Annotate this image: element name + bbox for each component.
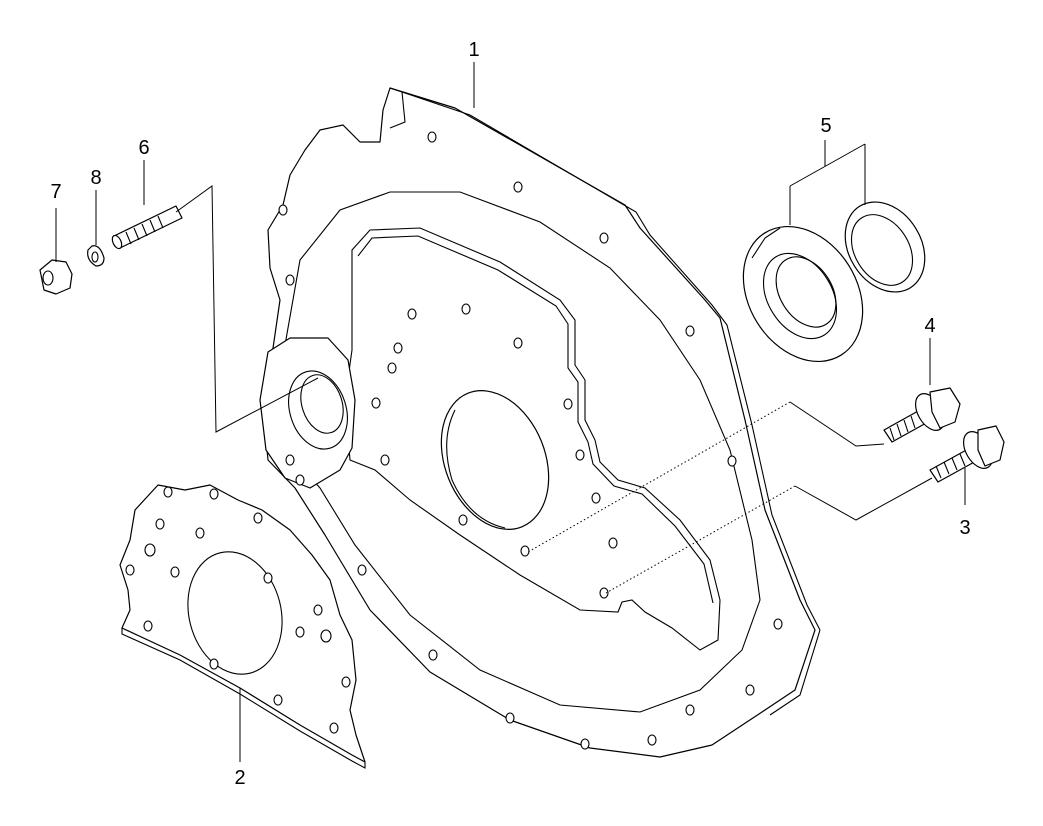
- callout-5: 5: [820, 115, 831, 137]
- flywheel-housing-plate: [259, 87, 821, 758]
- callout-4: 4: [924, 315, 935, 337]
- callout-6: 6: [138, 137, 149, 159]
- stud: [111, 205, 183, 250]
- gasket: [119, 484, 366, 769]
- callout-8: 8: [90, 167, 101, 189]
- oil-seal: [742, 225, 864, 363]
- lock-washer: [87, 245, 105, 267]
- leader-lines: [55, 62, 966, 762]
- panel-bolt-holes: [371, 303, 618, 599]
- bolt-long: [929, 425, 1005, 483]
- callout-labels: 1 2 3 4 5 6 7 8: [50, 39, 970, 789]
- housing-bolt-holes: [278, 131, 783, 750]
- callout-2: 2: [234, 767, 245, 789]
- callout-3: 3: [959, 517, 970, 539]
- callout-1: 1: [468, 39, 479, 61]
- hex-nut: [39, 259, 73, 295]
- gasket-holes: [125, 486, 351, 734]
- bolt-short: [883, 387, 961, 443]
- wear-sleeve: [844, 201, 926, 293]
- callout-7: 7: [50, 181, 61, 203]
